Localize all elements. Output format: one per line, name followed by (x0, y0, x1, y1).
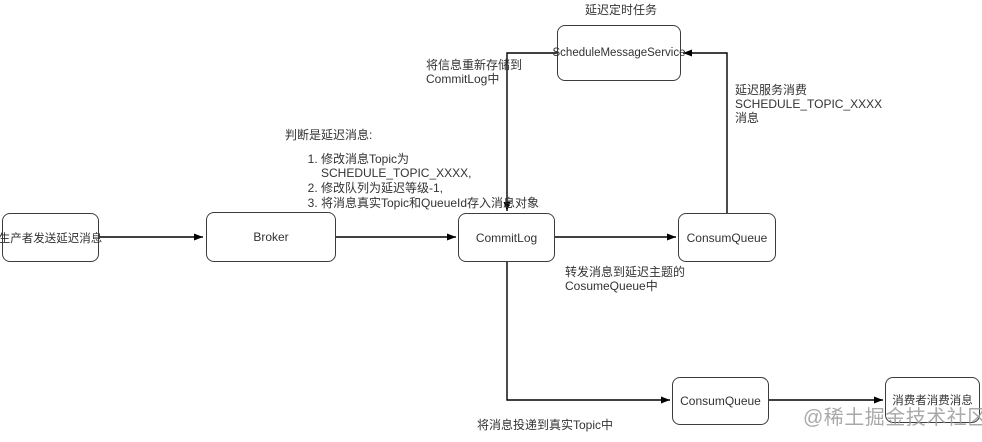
note-judge-title: 判断是延迟消息: (285, 128, 373, 142)
note-forward-to-delay-topic: 转发消息到延迟主题的 CosumeQueue中 (565, 265, 686, 294)
node-producer: 生产者发送延迟消息 (0, 213, 102, 262)
label-schedule-task: 延迟定时任务 (585, 3, 658, 17)
judge-step-2: 修改队列为延迟等级-1, (321, 181, 539, 195)
node-broker: Broker (206, 212, 336, 262)
judge-step-3: 将消息真实Topic和QueueId存入消息对象 (321, 196, 539, 210)
note-judge-steps: 修改消息Topic为 SCHEDULE_TOPIC_XXXX, 修改队列为延迟等… (285, 152, 539, 211)
node-consumqueue-real: ConsumQueue (672, 377, 769, 425)
node-consumer: 消费者消费消息 (885, 377, 980, 423)
note-restore-to-commitlog: 将信息重新存储到 CommitLog中 (426, 58, 523, 87)
node-consumqueue-delay: ConsumQueue (678, 213, 776, 262)
note-delay-service-consume: 延迟服务消费 SCHEDULE_TOPIC_XXXX 消息 (735, 83, 883, 126)
site-watermark: @稀土掘金技术社区 (803, 407, 982, 429)
note-judge-delay-message: 判断是延迟消息: 修改消息Topic为 SCHEDULE_TOPIC_XXXX,… (285, 126, 539, 212)
arrow-consumqueue-delay-to-scheduleservice (683, 49, 728, 213)
node-commitlog: CommitLog (458, 213, 555, 262)
node-schedule-message-service: ScheduleMessageService (553, 25, 685, 81)
arrow-scheduleservice-to-commitlog (503, 52, 557, 211)
arrow-commitlog-to-consumqueue-real (506, 262, 670, 404)
judge-step-1: 修改消息Topic为 SCHEDULE_TOPIC_XXXX, (321, 152, 539, 180)
note-deliver-to-real-topic: 将消息投递到真实Topic中 (477, 418, 614, 432)
